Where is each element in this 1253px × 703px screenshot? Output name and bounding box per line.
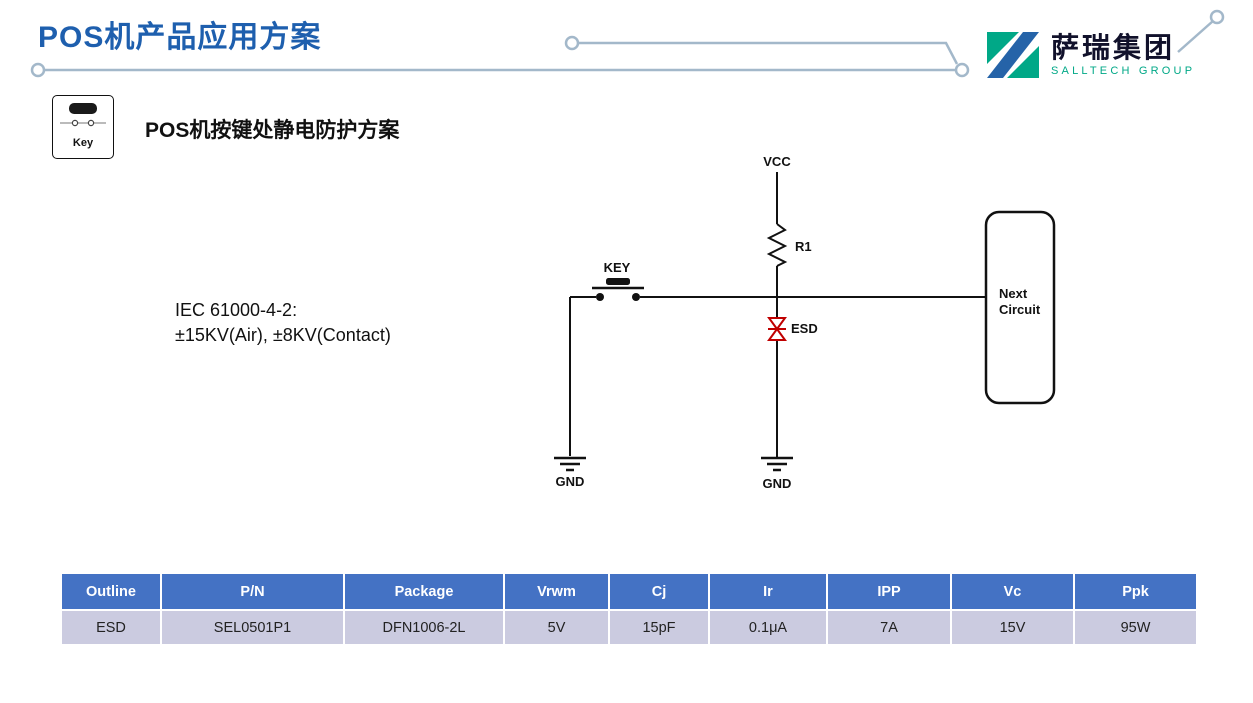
data-cell: 15pF xyxy=(608,609,710,646)
esd-diode-symbol xyxy=(767,317,787,341)
key-label: KEY xyxy=(604,260,631,275)
header-cell: Ir xyxy=(708,572,828,611)
esd-label: ESD xyxy=(791,321,818,336)
data-cell: 15V xyxy=(950,609,1075,646)
spec-table: Outline P/N Package Vrwm Cj Ir IPP Vc Pp… xyxy=(60,572,1198,646)
page-title: POS机产品应用方案 xyxy=(38,21,322,54)
data-cell: ESD xyxy=(60,609,162,646)
iec-line2: ±15KV(Air), ±8KV(Contact) xyxy=(175,325,391,346)
resistor-symbol xyxy=(766,223,788,267)
ground-symbol-left xyxy=(554,456,586,472)
header-cell: Outline xyxy=(60,572,162,611)
company-logo-icon xyxy=(987,32,1039,78)
next-circuit-box xyxy=(984,210,1056,405)
header-cell: Vrwm xyxy=(503,572,610,611)
data-cell: 7A xyxy=(826,609,952,646)
data-cell: SEL0501P1 xyxy=(160,609,345,646)
next-circuit-label-line1: Next xyxy=(999,286,1028,301)
key-icon-label: Key xyxy=(72,137,94,149)
key-icon-box: Key xyxy=(52,95,114,159)
gnd-right-label: GND xyxy=(763,476,792,491)
header-cell: Package xyxy=(343,572,505,611)
header-cell: IPP xyxy=(826,572,952,611)
header-cell: P/N xyxy=(160,572,345,611)
header-cell: Vc xyxy=(950,572,1075,611)
logo-subtitle: SALLTECH GROUP xyxy=(1051,65,1196,78)
next-circuit-label-line2: Circuit xyxy=(999,302,1041,317)
gnd-left-label: GND xyxy=(556,474,585,489)
key-switch-symbol xyxy=(592,278,644,301)
data-cell: DFN1006-2L xyxy=(343,609,505,646)
data-cell: 0.1μA xyxy=(708,609,828,646)
logo-name: 萨瑞集团 xyxy=(1051,31,1176,63)
logo-text: 萨瑞集团 SALLTECH GROUP xyxy=(1051,31,1196,78)
circuit-wires xyxy=(569,172,986,458)
iec-spec-text: IEC 61000-4-2: ±15KV(Air), ±8KV(Contact) xyxy=(175,298,391,348)
iec-line1: IEC 61000-4-2: xyxy=(175,300,298,320)
data-cell: 95W xyxy=(1073,609,1198,646)
data-cell: 5V xyxy=(503,609,610,646)
header-cell: Cj xyxy=(608,572,710,611)
ground-symbol-right xyxy=(761,456,793,472)
r1-label: R1 xyxy=(795,239,812,254)
header-cell: Ppk xyxy=(1073,572,1198,611)
table-header-row: Outline P/N Package Vrwm Cj Ir IPP Vc Pp… xyxy=(60,572,1198,611)
table-row: ESD SEL0501P1 DFN1006-2L 5V 15pF 0.1μA 7… xyxy=(60,609,1198,646)
vcc-label: VCC xyxy=(763,154,791,169)
company-logo: 萨瑞集团 SALLTECH GROUP xyxy=(985,30,1195,80)
section-heading: POS机按键处静电防护方案 xyxy=(145,119,400,142)
key-button-icon xyxy=(60,103,106,127)
